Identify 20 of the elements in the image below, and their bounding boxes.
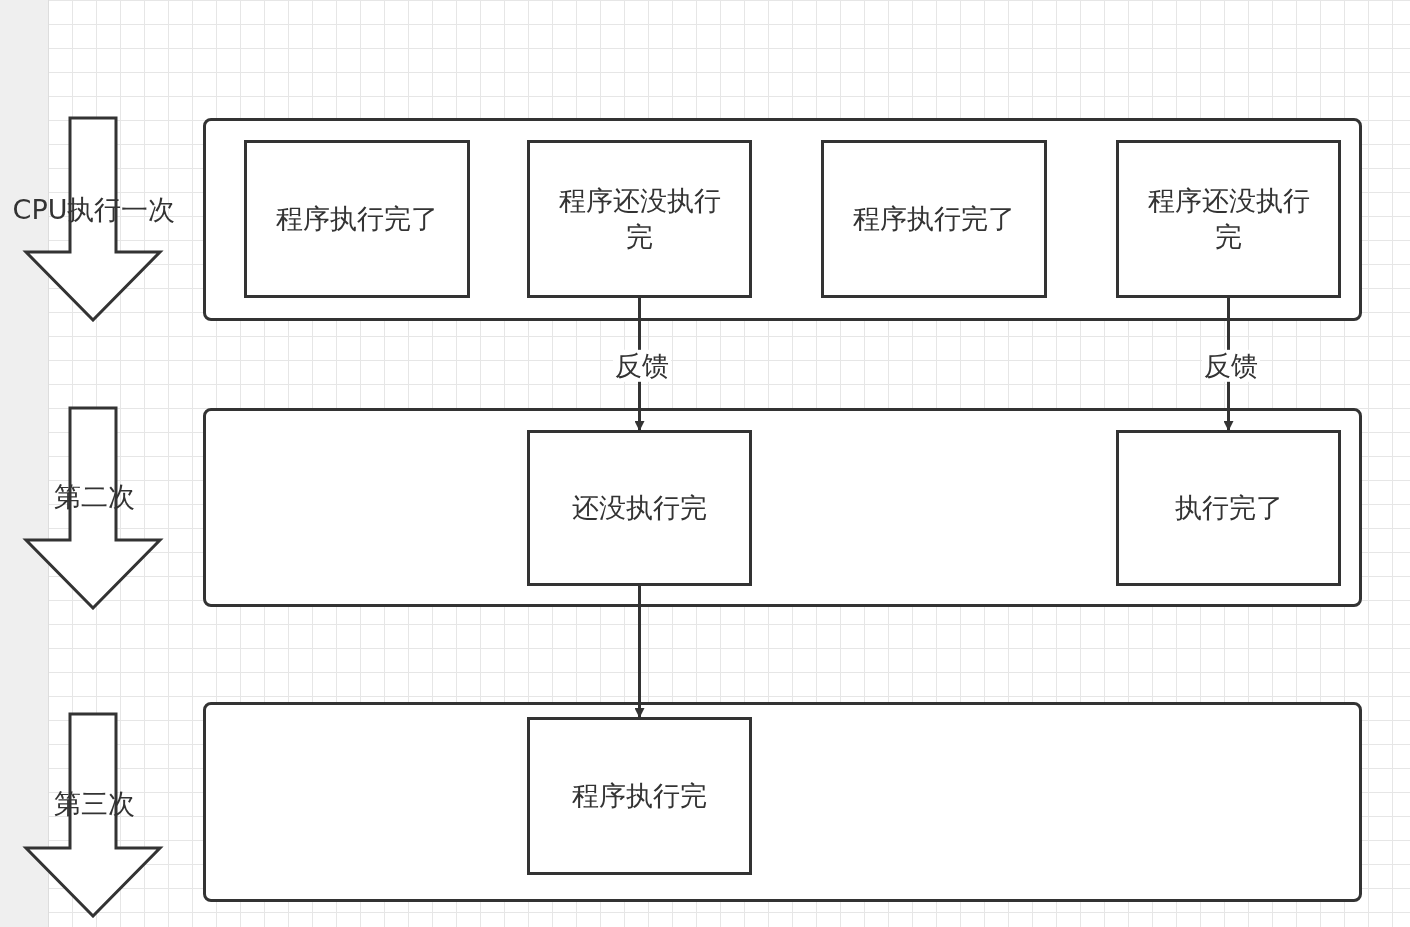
box-text: 程序还没执行完	[1146, 183, 1311, 254]
stage-panel	[203, 702, 1362, 902]
box-text: 程序执行完了	[853, 201, 1015, 236]
box-text: 执行完了	[1174, 490, 1283, 525]
stage-panel	[203, 118, 1362, 321]
edge-label: 反馈	[1201, 349, 1260, 383]
process-box	[527, 717, 752, 875]
stage-panel	[203, 408, 1362, 607]
process-box	[1116, 430, 1341, 586]
box-text: 程序执行完了	[276, 201, 438, 236]
process-box	[527, 430, 752, 586]
process-box	[821, 140, 1047, 298]
arrow	[634, 586, 645, 718]
process-box	[527, 140, 752, 298]
box-text: 程序执行完	[572, 778, 707, 813]
box-text: 程序还没执行完	[557, 183, 722, 254]
edge-label: 反馈	[612, 349, 671, 383]
process-box	[1116, 140, 1341, 298]
process-box	[244, 140, 470, 298]
box-text: 还没执行完	[572, 490, 707, 525]
